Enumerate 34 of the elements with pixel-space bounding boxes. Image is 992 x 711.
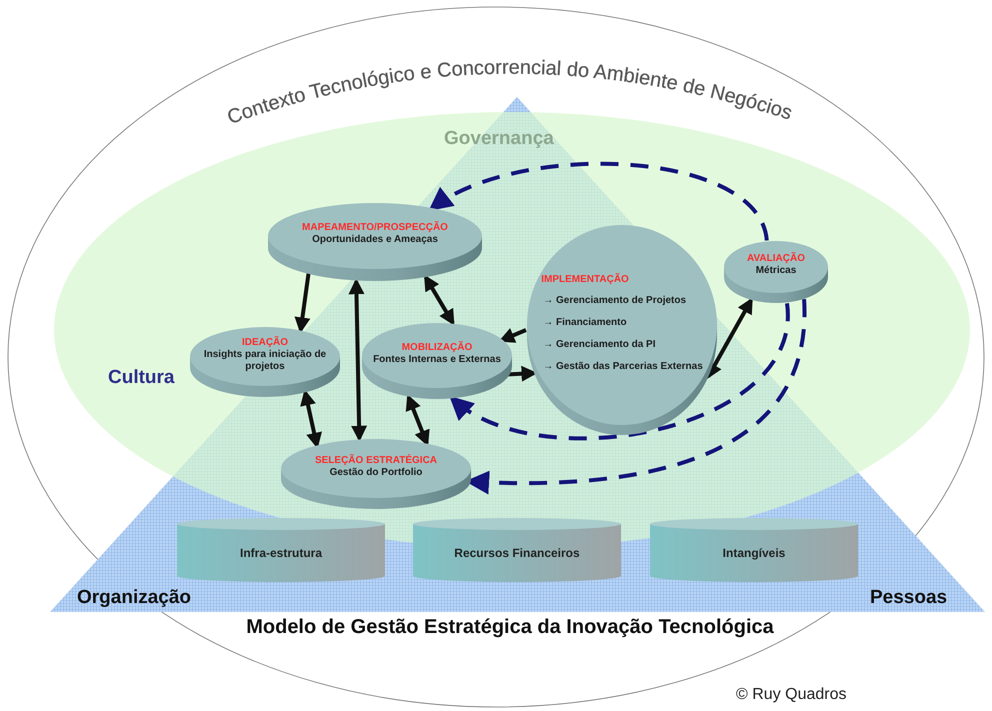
stage-description: Gestão do Portfolio bbox=[330, 466, 422, 478]
dashed-arrow bbox=[448, 303, 790, 440]
resource-label: Intangíveis bbox=[722, 545, 786, 560]
list-item: → Gestão das Parcerias Externas bbox=[542, 360, 703, 372]
list-item: → Financiamento bbox=[542, 316, 627, 328]
stage-description: Oportunidades e Ameaças bbox=[312, 234, 438, 246]
stage-heading: MAPEAMENTO/PROSPECÇÃO bbox=[302, 222, 448, 233]
list-item: → Gerenciamento da PI bbox=[542, 338, 656, 350]
arrow bbox=[706, 297, 753, 380]
arrow bbox=[508, 366, 538, 382]
text-label: Pessoas bbox=[870, 587, 948, 609]
stage-heading: SELEÇÃO ESTRATÉGICA bbox=[314, 454, 438, 466]
arrow bbox=[300, 389, 322, 449]
dashed-arrow bbox=[428, 162, 769, 242]
arrow bbox=[348, 278, 368, 442]
stage-heading: IDEAÇÃO bbox=[242, 336, 288, 348]
stage-description: Fontes Internas e Externas bbox=[373, 354, 501, 366]
text-label: Organização bbox=[77, 587, 192, 609]
resource-label: Infra-estrutura bbox=[240, 545, 322, 560]
arrow bbox=[498, 328, 527, 343]
text-label: Cultura bbox=[108, 367, 174, 389]
list-item: → Gerenciamento de Projetos bbox=[542, 294, 686, 306]
arrow bbox=[294, 273, 310, 334]
stage-heading: AVALIAÇÃO bbox=[747, 253, 805, 264]
stage-heading: IMPLEMENTAÇÃO bbox=[541, 274, 629, 284]
stage-description: Métricas bbox=[756, 265, 796, 277]
diagram-title: Modelo de Gestão Estratégica da Inovação Tecnológica bbox=[245, 615, 775, 640]
stage-heading: MOBILIZAÇÃO bbox=[402, 342, 472, 352]
text-label: Governança bbox=[444, 128, 554, 150]
text-label: © Ruy Quadros bbox=[736, 686, 846, 704]
arrow bbox=[424, 274, 455, 326]
resource-label: Recursos Financeiros bbox=[454, 545, 580, 560]
arrow bbox=[406, 394, 430, 446]
stage-description: Insights para iniciação de projetos bbox=[202, 348, 328, 372]
